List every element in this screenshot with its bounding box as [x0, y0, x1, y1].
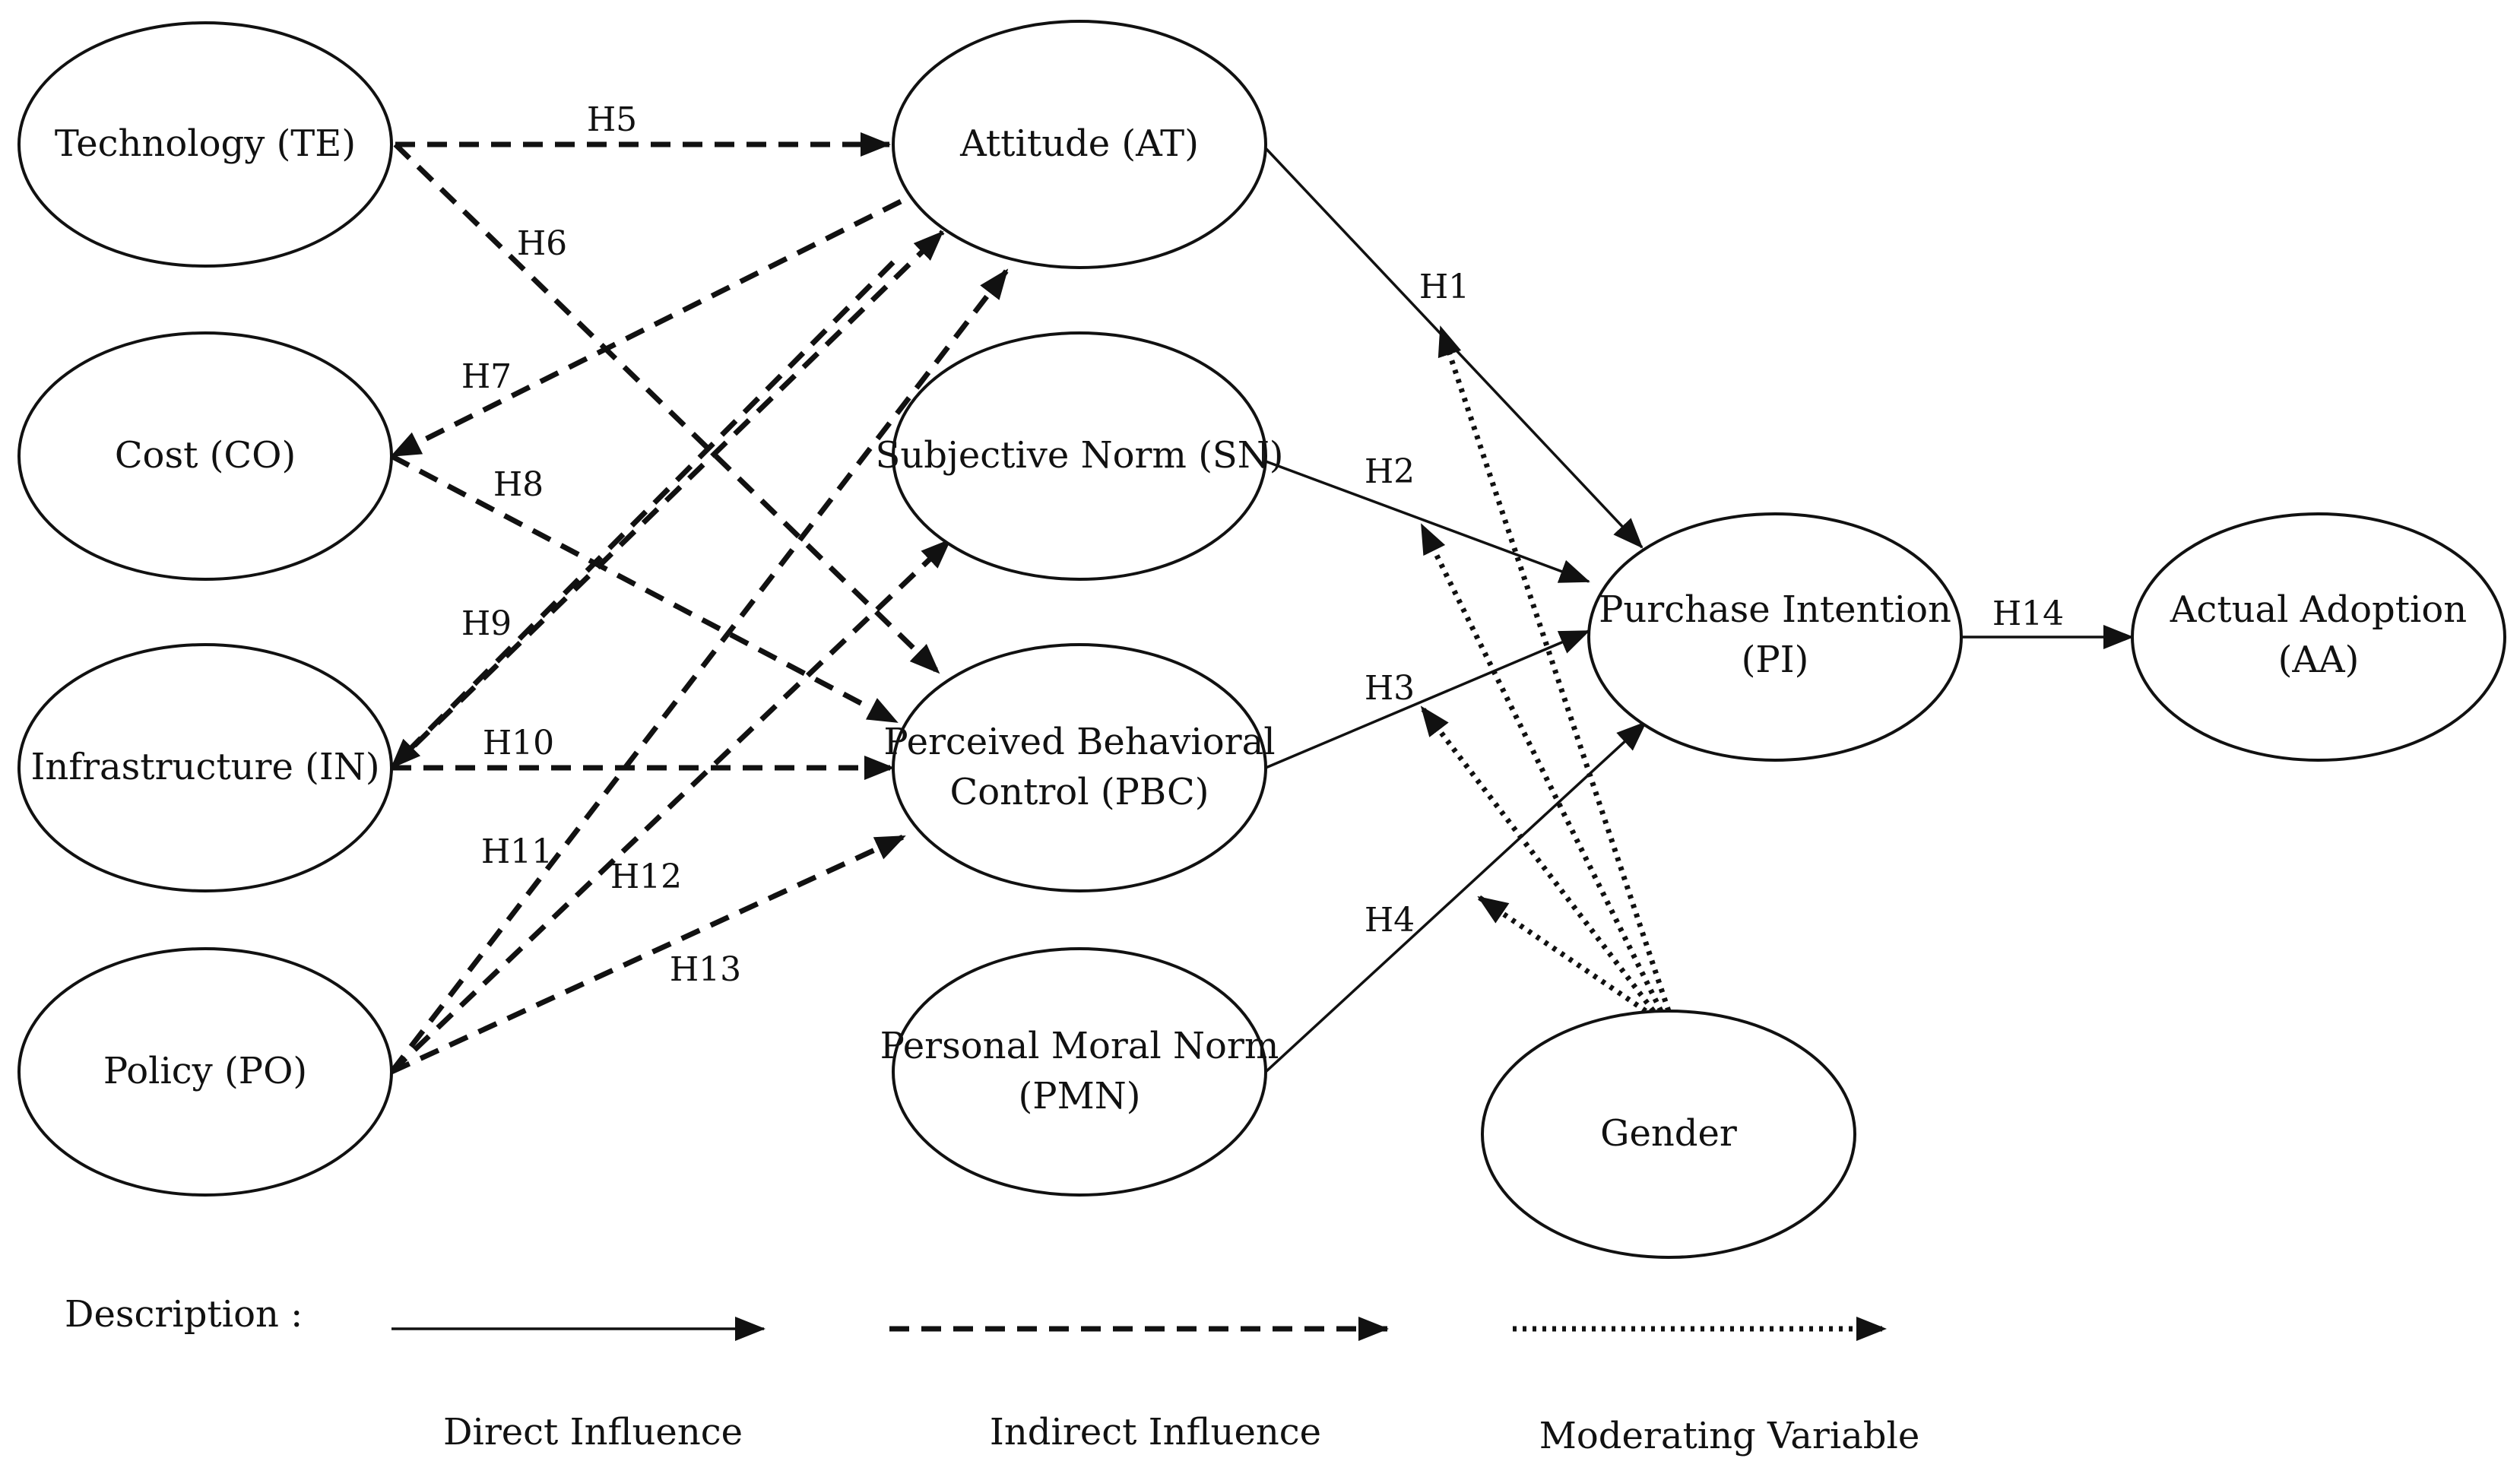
node-label-line2: (PMN) [1019, 1075, 1141, 1117]
arrow-co-pbc [390, 453, 899, 725]
node-label-line1: Perceived Behavioral [883, 721, 1275, 763]
node-actual-adoption: Actual Adoption (AA) [2131, 512, 2506, 762]
legend-indirect-label: Indirect Influence [990, 1411, 1321, 1453]
node-label-line2: (PI) [1742, 639, 1809, 681]
node-label: Technology (TE) [55, 122, 356, 165]
node-pbc: Perceived Behavioral Control (PBC) [883, 643, 1276, 892]
arrow-at-co [390, 198, 902, 459]
arrow-po-sn [389, 537, 953, 1074]
node-subjective-norm: Subjective Norm (SN) [875, 331, 1284, 581]
arrow-at-pi [1264, 147, 1644, 549]
hypothesis-label-h12: H12 [610, 857, 682, 896]
legend-title: Description : [65, 1293, 303, 1336]
hypothesis-label-h4: H4 [1365, 901, 1415, 940]
node-label-line1: Personal Moral Norm [880, 1025, 1279, 1067]
legend-moderating-label: Moderating Variable [1539, 1415, 1920, 1457]
node-infrastructure: Infrastructure (IN) [17, 643, 393, 892]
hypothesis-label-h5: H5 [587, 100, 637, 139]
node-policy: Policy (PO) [17, 947, 393, 1197]
indirect-arrows [389, 132, 1010, 1075]
hypothesis-label-h3: H3 [1365, 669, 1415, 708]
node-cost: Cost (CO) [17, 331, 393, 581]
node-technology: Technology (TE) [17, 21, 393, 268]
node-label: Attitude (AT) [959, 122, 1199, 165]
hypothesis-label-h9: H9 [461, 604, 512, 643]
hypothesis-label-h1: H1 [1419, 268, 1469, 306]
node-label-line1: Purchase Intention [1599, 588, 1951, 631]
arrow-gender-h4 [1477, 895, 1647, 1013]
arrow-pbc-pi [1265, 629, 1590, 769]
node-label: Subjective Norm (SN) [875, 434, 1283, 477]
arrow-po-at [389, 268, 1010, 1074]
hypothesis-label-h14: H14 [1992, 594, 2064, 633]
arrow-gender-h1 [1438, 325, 1672, 1013]
hypothesis-labels: H1 H2 H3 H4 H5 H6 H7 H8 H9 H10 H11 H12 H… [461, 100, 2064, 989]
arrow-sn-pi [1261, 458, 1590, 583]
node-attitude: Attitude (AT) [892, 20, 1267, 269]
hypothesis-label-h11: H11 [481, 832, 553, 871]
node-label: Gender [1600, 1112, 1737, 1155]
hypothesis-label-h2: H2 [1365, 452, 1415, 491]
legend-direct-label: Direct Influence [443, 1411, 743, 1453]
node-label-line1: Actual Adoption [2170, 588, 2467, 631]
arrow-in-at [389, 230, 945, 770]
hypothesis-label-h13: H13 [670, 950, 741, 989]
arrow-gender-h2 [1418, 523, 1664, 1013]
arrow-pmn-pi [1264, 721, 1647, 1073]
moderating-arrows [1418, 325, 1672, 1013]
node-purchase-intention: Purchase Intention (PI) [1587, 512, 1963, 762]
hypothesis-label-h6: H6 [517, 224, 567, 263]
node-label: Policy (PO) [103, 1050, 307, 1092]
node-gender: Gender [1481, 1010, 1856, 1259]
hypothesis-label-h8: H8 [493, 465, 544, 504]
arrow-gender-h3 [1419, 705, 1656, 1013]
node-label-line2: (AA) [2278, 639, 2360, 681]
hypothesis-label-h7: H7 [461, 357, 512, 396]
hypothesis-label-h10: H10 [483, 724, 554, 762]
node-label-line2: Control (PBC) [950, 771, 1209, 813]
node-label: Cost (CO) [115, 434, 296, 477]
node-pmn: Personal Moral Norm (PMN) [880, 947, 1279, 1197]
legend: Description : Direct Influence Indirect … [65, 1293, 1919, 1457]
node-label: Infrastructure (IN) [30, 746, 379, 788]
arrow-at-in [389, 260, 895, 770]
